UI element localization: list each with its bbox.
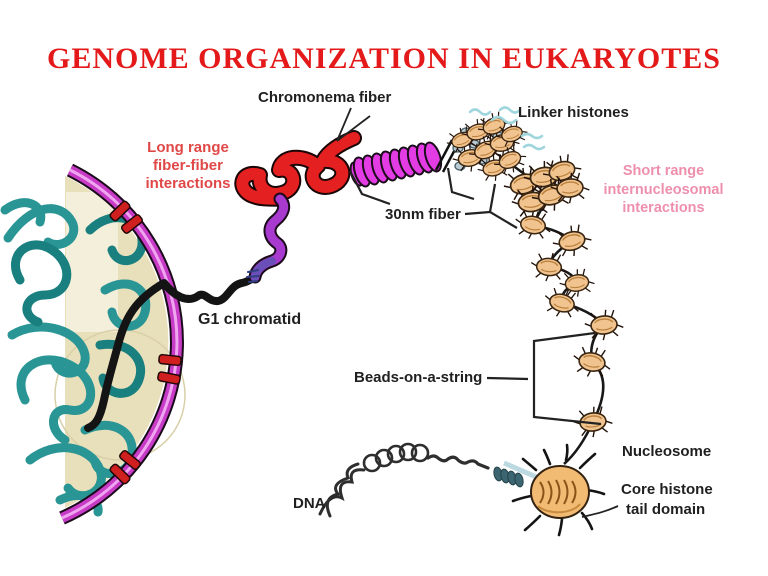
label-line: interactions xyxy=(622,200,705,216)
beads-on-a-string-label: Beads-on-a-string xyxy=(354,369,483,386)
fiber-30nm-label: 30nm fiber xyxy=(385,206,461,223)
linker-histone-squiggles xyxy=(468,106,546,151)
chromonema-fiber-label: Chromonema fiber xyxy=(258,89,392,106)
dna-helix-drawing xyxy=(318,442,490,518)
label-line: Long range xyxy=(147,139,229,156)
label-line: interactions xyxy=(145,175,231,192)
pointer-lines xyxy=(336,107,619,518)
label-line: internucleosomal xyxy=(603,181,724,198)
nucleus-illustration xyxy=(0,163,186,525)
nucleosome-label: Nucleosome xyxy=(622,443,712,460)
linker-histones-label: Linker histones xyxy=(518,104,629,121)
label-line: tail domain xyxy=(626,501,706,518)
g1-chromatid-line xyxy=(160,274,257,305)
core-histone-tail-label: Core histone tail domain xyxy=(621,480,741,520)
nucleosome-drawing xyxy=(493,443,606,537)
chromonema-fiber-drawing xyxy=(234,130,362,284)
nucleosome-cluster xyxy=(442,106,592,222)
g1-chromatid-line-inner xyxy=(84,279,168,432)
long-range-interactions-label: Long range fiber-fiber interactions xyxy=(138,139,238,193)
beads-on-a-string-chain xyxy=(511,207,626,465)
label-line: Short range xyxy=(622,163,705,179)
label-line: fiber-fiber xyxy=(152,157,223,174)
slide-title: GENOME ORGANIZATION IN EUKARYOTES xyxy=(47,42,721,75)
label-line: Core histone xyxy=(621,481,713,498)
short-range-interactions-label: Short range internucleosomal interaction… xyxy=(601,162,726,218)
dna-label: DNA xyxy=(293,495,326,512)
fiber-fiber-clamps xyxy=(109,200,182,485)
g1-chromatid-label: G1 chromatid xyxy=(198,311,302,328)
solenoid-30nm-fiber xyxy=(349,139,461,188)
